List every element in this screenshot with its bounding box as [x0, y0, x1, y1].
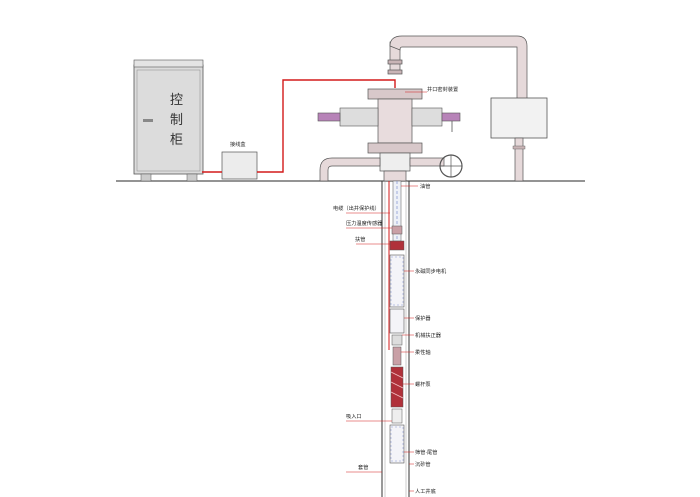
label-flex-shaft: 柔性轴 — [415, 348, 431, 356]
wellhead: 井口密封装置 — [317, 85, 461, 182]
centralizer — [389, 240, 405, 251]
well-casing — [381, 181, 410, 497]
screw-pump — [390, 366, 404, 408]
label-sand-anchor: 沉砂管 — [415, 460, 431, 468]
sand-screen — [389, 424, 405, 464]
label-tubing: 油管 — [420, 182, 430, 190]
storage-tank — [490, 97, 548, 182]
cabinet-label-2: 制 — [170, 113, 183, 128]
label-bottom-hole: 人工井底 — [415, 487, 436, 495]
label-pressure-sensor: 压力温度传感器 — [346, 219, 383, 227]
protector — [389, 308, 405, 334]
cabinet-label-3: 柜 — [170, 133, 183, 148]
leader-lines — [346, 185, 418, 492]
junction-box: 接线盒 — [221, 140, 258, 180]
pressure-sensor — [391, 225, 403, 235]
label-casing: 套管 — [358, 463, 368, 471]
surface-cable-2 — [257, 79, 396, 173]
surface-pipeline — [387, 35, 528, 101]
label-screw-pump: 螺杆泵 — [415, 380, 431, 388]
cabinet-handle-icon — [143, 119, 153, 122]
junction-box-label: 接线盒 — [230, 140, 246, 148]
cabinet-label-1: 控 — [170, 93, 183, 108]
downhole-assembly — [389, 225, 405, 464]
side-outlet — [319, 154, 463, 182]
pump-inlet — [391, 408, 403, 424]
label-reducer: 机械扶正器 — [415, 331, 442, 339]
reducer — [391, 334, 403, 346]
label-pump-inlet: 吸入口 — [346, 413, 362, 420]
label-centralizer: 扶管 — [355, 235, 365, 243]
flex-shaft — [392, 346, 402, 366]
label-motor: 永磁同步电机 — [415, 267, 447, 275]
label-protector: 保护器 — [415, 314, 431, 322]
wellhead-label: 井口密封装置 — [427, 85, 458, 93]
label-cable: 电缆（出井保护线） — [333, 204, 380, 212]
motor — [389, 254, 405, 308]
label-sand-screen: 筛管·尾管 — [415, 448, 437, 456]
control-cabinet: 控 制 柜 — [133, 59, 204, 182]
